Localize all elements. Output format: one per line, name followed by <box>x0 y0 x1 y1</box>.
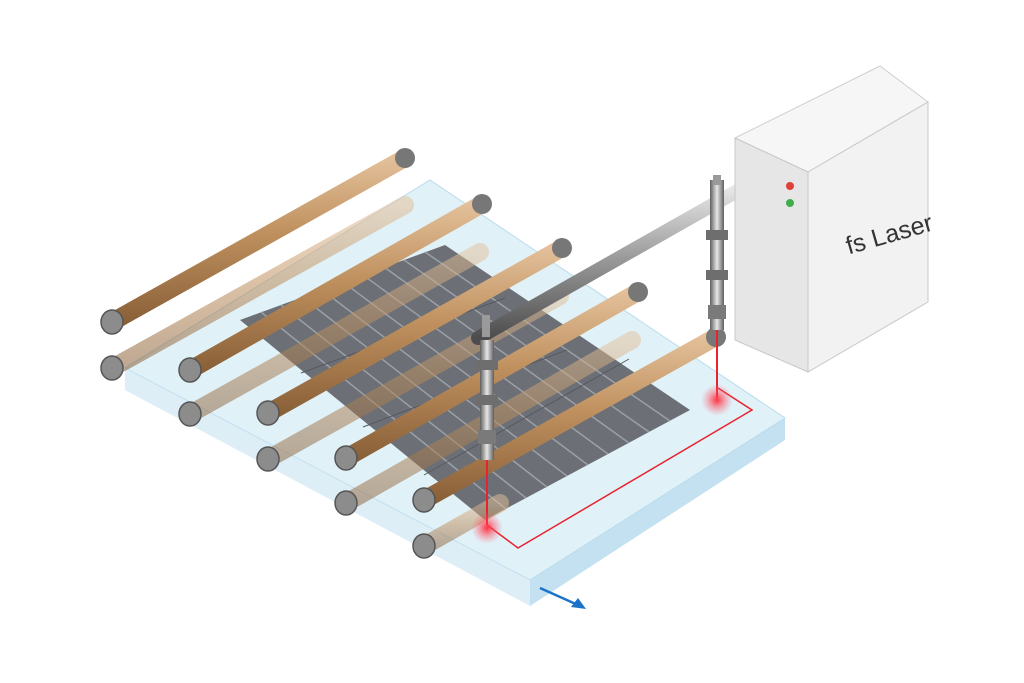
indicator-light-green <box>786 199 794 207</box>
roller-end-cap <box>100 309 124 335</box>
laser-spot-glow <box>701 384 733 416</box>
roller <box>412 327 726 513</box>
laser-scribe-path <box>486 387 754 549</box>
roller-end-cap <box>334 445 358 471</box>
roller <box>100 148 415 335</box>
roller-end-cap <box>412 487 436 513</box>
roller <box>256 238 572 426</box>
roller-end-cap <box>178 401 202 427</box>
indicator-light-red <box>786 182 794 190</box>
roller <box>178 243 489 427</box>
row-line <box>423 358 630 476</box>
laser-spot-glow <box>471 512 503 544</box>
roller-end-cap <box>100 355 124 381</box>
cabinet-front <box>734 137 809 373</box>
roller-far-cap <box>628 282 648 302</box>
roller <box>100 196 414 381</box>
laser-cabinet: fs Laser <box>733 65 936 373</box>
roller-end-cap <box>412 533 436 559</box>
roller-end-cap <box>334 490 358 516</box>
roller-far-cap <box>395 148 415 168</box>
roller-end-cap <box>256 446 280 472</box>
arrow-head-icon <box>571 598 586 609</box>
roller-end-cap <box>178 357 202 383</box>
roller-far-cap <box>552 238 572 258</box>
roller-end-cap <box>256 400 280 426</box>
roller-far-cap <box>472 194 492 214</box>
glass-front-face <box>530 418 785 606</box>
transport-direction-arrow <box>539 586 586 609</box>
cabinet-side <box>807 101 929 373</box>
laser-head <box>476 315 498 460</box>
laser-head <box>706 175 728 330</box>
roller <box>178 194 492 383</box>
